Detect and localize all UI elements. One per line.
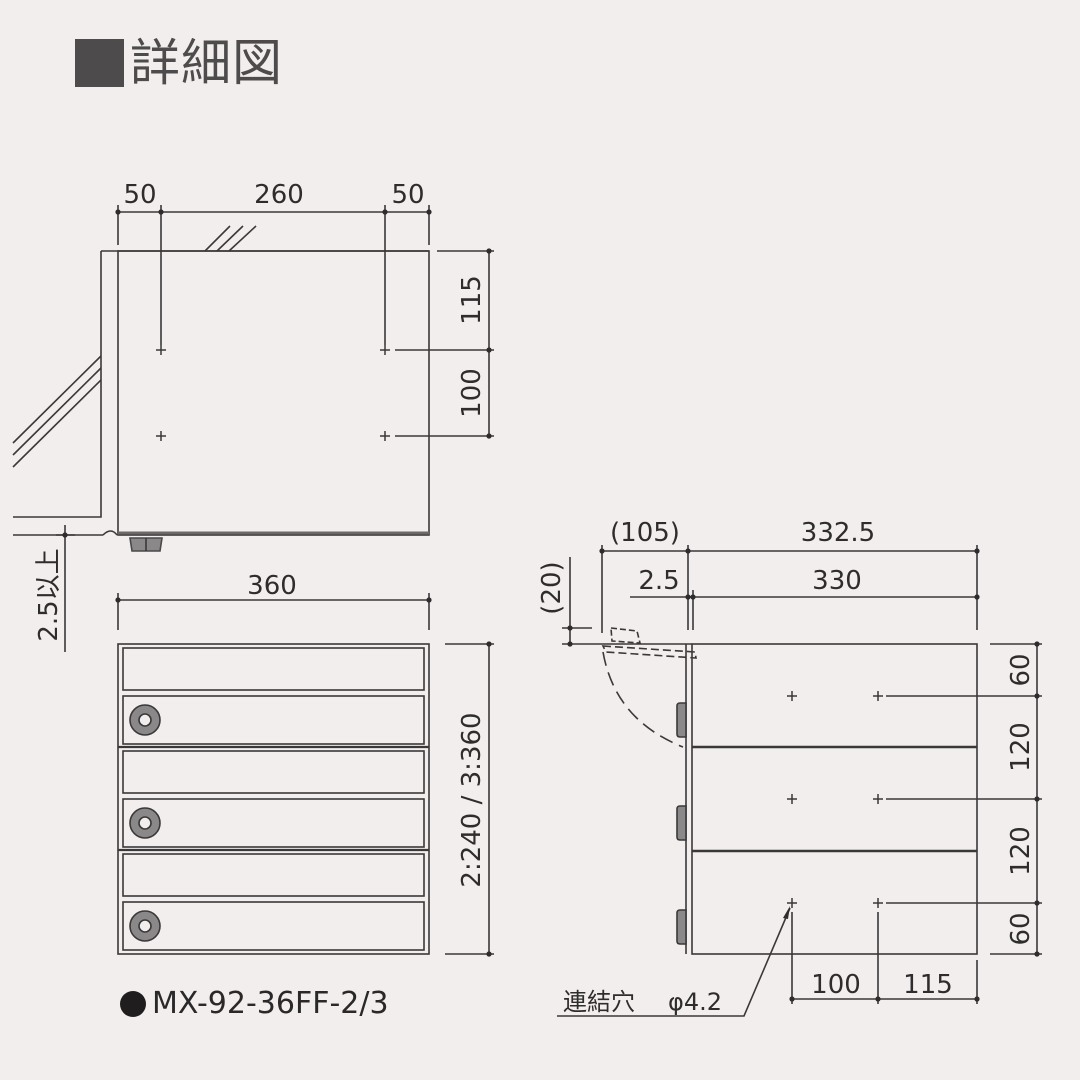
- top-view: [12, 205, 494, 652]
- model-caption: MX-92-36FF-2/3: [120, 986, 389, 1021]
- dim-side-60-bottom: 60: [1006, 912, 1036, 945]
- bullet-icon: [120, 990, 146, 1017]
- dim-depth: 330: [812, 566, 862, 596]
- dim-overall-depth: 332.5: [801, 518, 875, 548]
- dim-top-left: 50: [123, 180, 156, 210]
- dim-side-120-a: 120: [1006, 722, 1036, 772]
- dim-top-right: 50: [391, 180, 424, 210]
- title-text: 詳細図: [130, 34, 283, 92]
- dim-gap: 2.5: [638, 566, 679, 596]
- section-title: 詳細図: [75, 38, 283, 88]
- model-name: MX-92-36FF-2/3: [152, 986, 389, 1021]
- dim-bottom-100: 100: [811, 970, 861, 1000]
- title-square-marker: [75, 39, 124, 87]
- dim-flap: (20): [537, 561, 567, 614]
- hole-label: 連結穴: [563, 988, 635, 1016]
- dim-top-center: 260: [254, 180, 304, 210]
- dim-side-60-top: 60: [1006, 653, 1036, 686]
- dim-bottom-115: 115: [903, 970, 953, 1000]
- front-view: [117, 593, 494, 955]
- dim-front-height: 2:240 / 3:360: [457, 712, 487, 887]
- dim-side-120-b: 120: [1006, 826, 1036, 876]
- lock-icons: [129, 704, 161, 942]
- side-view: [557, 545, 1042, 1017]
- dim-right-100: 100: [457, 368, 487, 418]
- dim-right-115: 115: [457, 275, 487, 325]
- dim-front-width: 360: [247, 571, 297, 601]
- dim-clearance: 2.5以上: [34, 548, 64, 641]
- dim-door-swing: (105): [610, 518, 680, 548]
- hole-diameter: φ4.2: [668, 988, 722, 1016]
